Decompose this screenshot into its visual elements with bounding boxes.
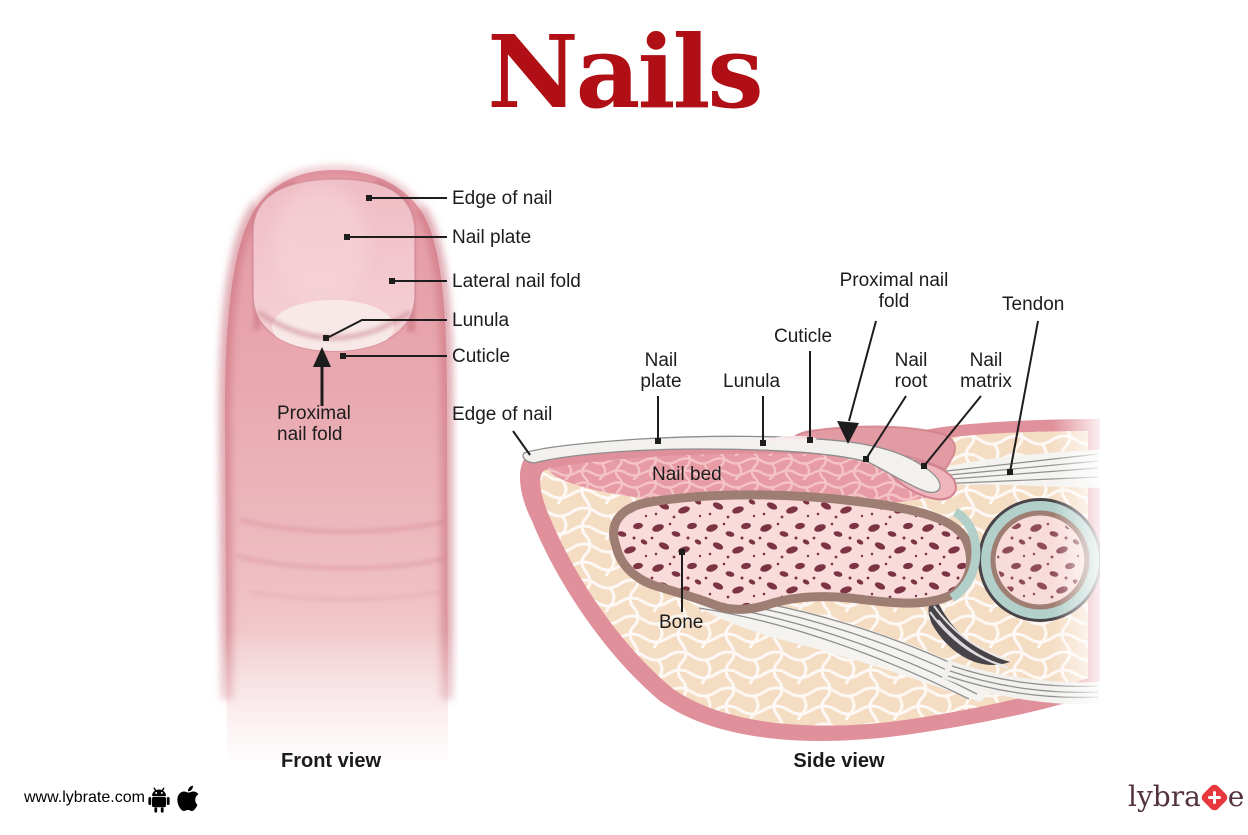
label-side-nail-root: Nail root (894, 350, 928, 392)
label-side-cuticle: Cuticle (774, 326, 833, 347)
lybrate-logo-suffix: e (1227, 780, 1245, 813)
label-side-lunula: Lunula (723, 371, 781, 392)
label-side-nail-bed: Nail bed (652, 464, 722, 485)
android-icon (148, 787, 170, 813)
label-front-lateral-nail-fold: Lateral nail fold (452, 271, 581, 292)
label-side-nail-matrix: Nail matrix (960, 350, 1012, 392)
label-side-proximal-nail-fold: Proximal nail fold (839, 270, 949, 312)
page-title: Nails (487, 13, 763, 131)
plus-diamond-icon (1199, 782, 1230, 813)
annotation-markers (313, 195, 1013, 555)
label-front-edge-of-nail: Edge of nail (452, 188, 553, 209)
label-side-bone: Bone (659, 612, 704, 633)
side-view-illustration (519, 380, 1248, 780)
website-watermark: www.lybrate.com (24, 789, 145, 806)
label-front-proximal-nail-fold: Proximal nail fold (277, 403, 351, 445)
label-side-nail-plate: Nail plate (640, 350, 682, 392)
lybrate-logo-prefix: lybra (1128, 780, 1201, 813)
label-side-tendon: Tendon (1002, 294, 1065, 315)
annotation-leader-lines (320, 197, 1039, 612)
label-front-nail-plate: Nail plate (452, 227, 532, 248)
label-front-cuticle: Cuticle (452, 346, 511, 367)
front-view-caption: Front view (280, 750, 381, 772)
label-front-lunula: Lunula (452, 310, 510, 331)
front-view-illustration (205, 165, 465, 770)
apple-icon (177, 785, 199, 811)
side-view-caption: Side view (793, 750, 885, 772)
label-side-edge-of-nail: Edge of nail (452, 404, 553, 425)
